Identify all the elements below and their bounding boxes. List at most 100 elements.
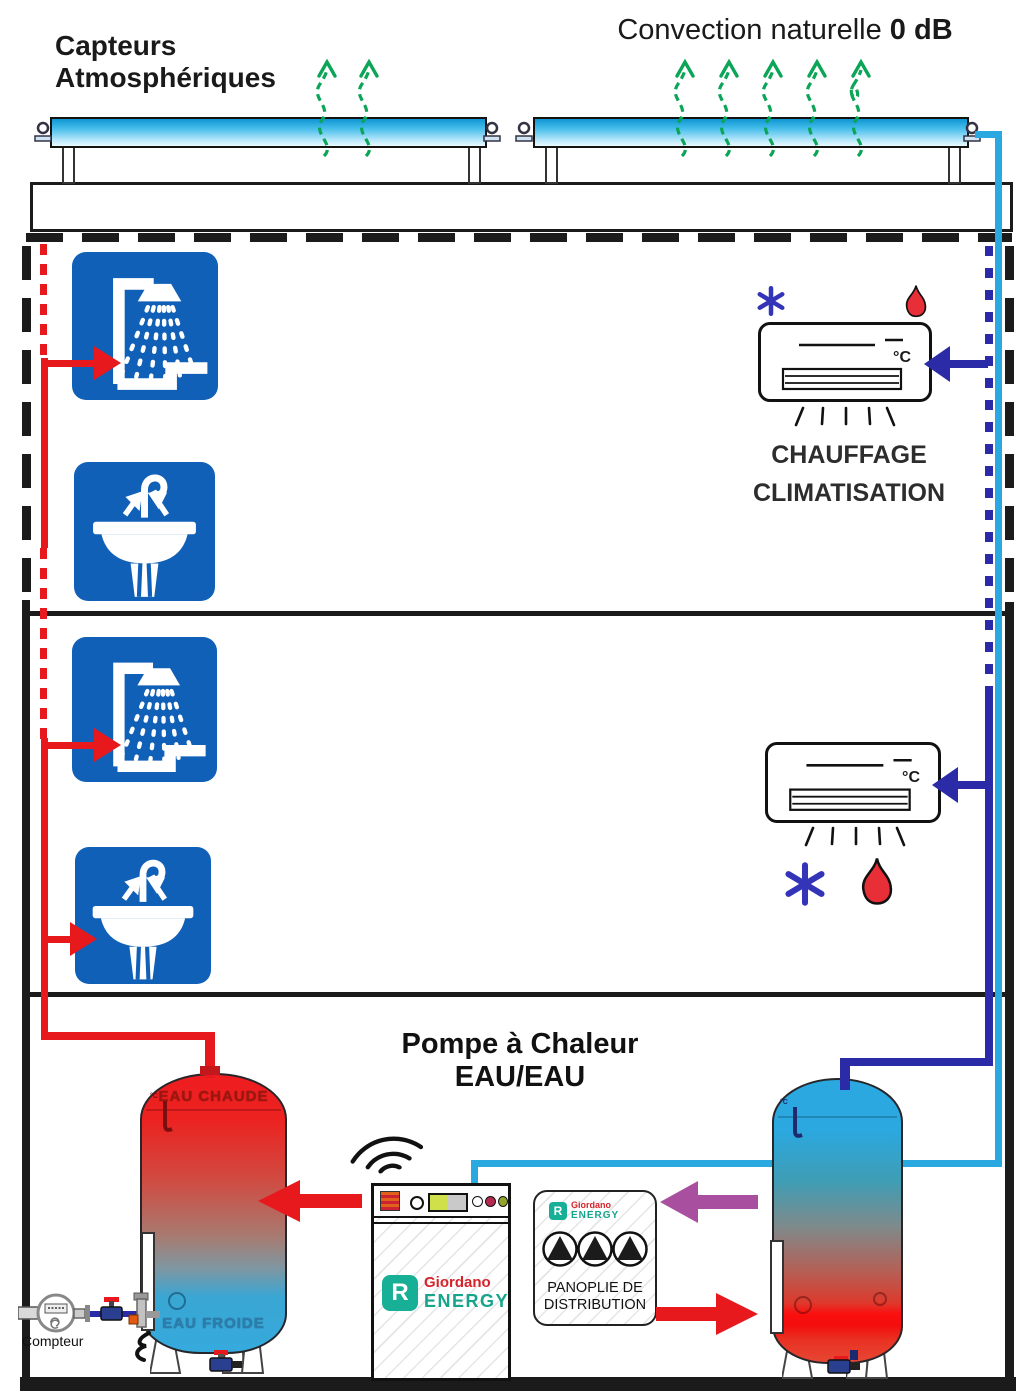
left-wall-dashed bbox=[22, 246, 31, 602]
navy-pipe-elbow bbox=[846, 1058, 993, 1066]
roof-slab bbox=[30, 182, 1013, 232]
tank-port bbox=[794, 1296, 812, 1314]
red-pipe-vertical-2 bbox=[41, 738, 48, 1038]
brand-name: Giordano bbox=[424, 1274, 491, 1291]
pump-title: Pompe à Chaleur EAU/EAU bbox=[330, 1028, 710, 1094]
hot-tank-top-label: EAU CHAUDE bbox=[158, 1088, 269, 1105]
pump-title-line2: EAU/EAU bbox=[454, 1061, 586, 1093]
thermometer-label: °C bbox=[150, 1093, 158, 1100]
drain-valve-icon bbox=[209, 1350, 242, 1372]
shower-icon bbox=[113, 278, 208, 390]
airflow-icon bbox=[804, 826, 906, 847]
tank-port bbox=[873, 1292, 887, 1306]
convection-db-value: 0 dB bbox=[889, 14, 953, 46]
tank-port bbox=[168, 1292, 186, 1310]
flame-icon bbox=[905, 285, 927, 318]
bracket-icon bbox=[515, 121, 533, 142]
brand-logo: R Giordano ENERGY bbox=[382, 1274, 509, 1312]
convection-arrow-icon bbox=[357, 58, 379, 158]
cyan-pipe-riser bbox=[995, 131, 1002, 1167]
drain-valve-icon bbox=[827, 1350, 860, 1374]
indicator-light[interactable] bbox=[485, 1196, 496, 1207]
convection-arrow-icon bbox=[315, 58, 337, 158]
navy-pipe-dotted-riser bbox=[985, 246, 993, 690]
capteurs-title-line1: Capteurs bbox=[55, 30, 177, 61]
red-arrow-shaft bbox=[46, 360, 96, 367]
brand-sub: ENERGY bbox=[424, 1291, 510, 1311]
red-pipe-dotted-upper bbox=[40, 244, 47, 360]
thermometer-icon: °C bbox=[780, 1099, 804, 1142]
floor-line-upper bbox=[26, 611, 1012, 616]
red-flow-arrow-icon bbox=[656, 1293, 758, 1335]
convection-arrow-icon bbox=[717, 58, 739, 158]
red-pipe-horizontal bbox=[41, 1032, 213, 1040]
panel-label-line2: DISTRIBUTION bbox=[543, 1297, 647, 1313]
ac-unit-face bbox=[789, 758, 912, 811]
convection-title: Convection naturelle 0 dB bbox=[560, 14, 1010, 47]
navy-pipe-riser bbox=[985, 690, 993, 1065]
indicator-light[interactable] bbox=[472, 1196, 483, 1207]
red-arrow-shaft bbox=[46, 936, 74, 943]
convection-arrow-icon bbox=[761, 58, 783, 158]
ac-temp-label: °C bbox=[902, 769, 920, 786]
roof-dashed-line bbox=[26, 233, 1012, 242]
sink-icon bbox=[93, 474, 196, 597]
ac-unit-top: °C bbox=[758, 322, 932, 402]
tank-dome-seam bbox=[146, 1109, 281, 1111]
hot-tank-bottom-label: EAU FROIDE bbox=[162, 1315, 265, 1332]
sink-symbol bbox=[74, 462, 215, 601]
cyan-pipe-horizontal bbox=[471, 1160, 1002, 1167]
solar-collector-left bbox=[50, 117, 487, 148]
convection-arrow-icon bbox=[805, 58, 827, 158]
indicator-light[interactable] bbox=[410, 1196, 424, 1210]
ac-unit-face bbox=[781, 338, 903, 391]
convection-text: Convection naturelle bbox=[617, 14, 882, 46]
convection-arrow-icon bbox=[673, 58, 695, 158]
capteurs-title: Capteurs Atmosphériques bbox=[55, 30, 276, 94]
thermometer-icon: °C bbox=[150, 1093, 174, 1136]
panel-seam bbox=[374, 1222, 508, 1224]
indicator-light[interactable] bbox=[498, 1196, 508, 1207]
collector-left-leg-2 bbox=[468, 146, 481, 184]
heat-pump-unit: R Giordano ENERGY bbox=[371, 1183, 511, 1381]
sink-symbol bbox=[75, 847, 211, 984]
capteurs-title-line2: Atmosphériques bbox=[55, 62, 276, 93]
distribution-panel: R Giordano ENERGY PANOPLIE DE DISTRIBUTI… bbox=[533, 1190, 657, 1326]
ground-line bbox=[20, 1377, 1016, 1391]
bracket-icon bbox=[963, 121, 981, 142]
shower-symbol bbox=[72, 252, 218, 400]
red-arrow-icon bbox=[94, 728, 121, 762]
red-flow-arrow-icon bbox=[258, 1180, 362, 1222]
tank-dome-seam bbox=[778, 1116, 897, 1118]
brand-logo: R Giordano ENERGY bbox=[549, 1200, 619, 1221]
collector-right-leg-2 bbox=[948, 146, 961, 184]
pump-icon bbox=[577, 1231, 613, 1267]
panel-label-line1: PANOPLIE DE bbox=[547, 1280, 643, 1296]
water-meter-assembly bbox=[18, 1292, 160, 1362]
cyan-pipe-unit-stub bbox=[471, 1160, 478, 1186]
collector-left-leg-1 bbox=[62, 146, 75, 184]
ac-unit-middle: °C bbox=[765, 742, 941, 823]
pump-row bbox=[541, 1230, 649, 1268]
bracket-icon bbox=[483, 121, 501, 142]
snowflake-icon bbox=[757, 286, 785, 316]
warning-label bbox=[380, 1191, 400, 1211]
level-gauge bbox=[770, 1240, 784, 1334]
sink-icon bbox=[92, 859, 194, 980]
wifi-icon bbox=[350, 1136, 424, 1174]
convection-arrow-icon bbox=[849, 58, 871, 158]
red-arrow-icon bbox=[70, 922, 97, 956]
brand-name: Giordano bbox=[571, 1200, 611, 1210]
navy-arrow-icon bbox=[932, 767, 990, 803]
floor-line-lower bbox=[26, 992, 1012, 997]
brand-logo-icon: R bbox=[549, 1201, 567, 1220]
red-pipe-vertical-1 bbox=[41, 358, 48, 548]
meter-label: Compteur bbox=[22, 1333, 84, 1349]
heat-pump-control-panel bbox=[374, 1186, 508, 1218]
climatisation-label: CLIMATISATION bbox=[752, 479, 946, 507]
red-pipe-coupling bbox=[200, 1066, 220, 1075]
chauffage-label: CHAUFFAGE bbox=[771, 441, 927, 469]
power-switch[interactable] bbox=[428, 1193, 468, 1212]
airflow-icon bbox=[794, 406, 896, 427]
